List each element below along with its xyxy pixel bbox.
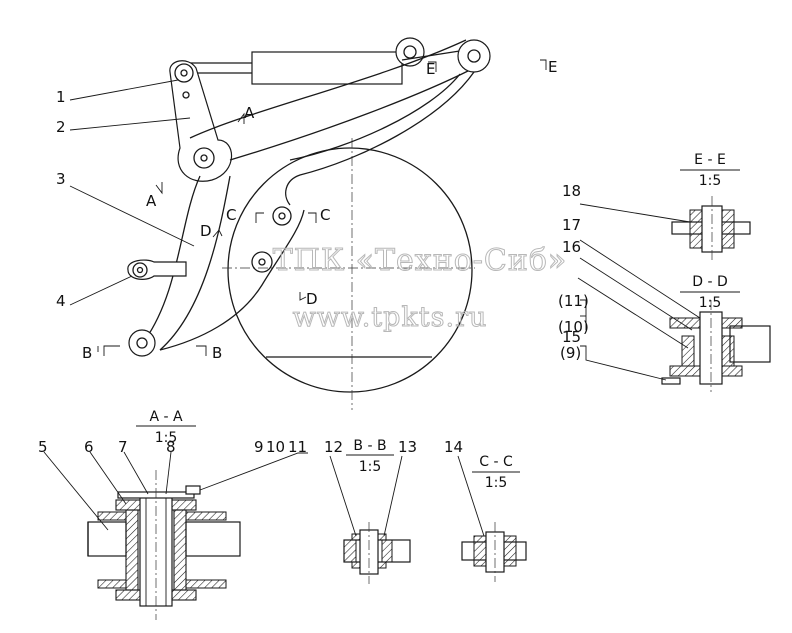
cut-b-left: B bbox=[82, 344, 92, 362]
section-cc-scale: 1:5 bbox=[485, 475, 508, 491]
cylinder-end-eye bbox=[395, 37, 425, 67]
callout-8: 8 bbox=[166, 438, 176, 456]
shoe-bottom-eye bbox=[128, 329, 156, 357]
callout-5: 5 bbox=[38, 438, 48, 456]
cut-e-left: E bbox=[426, 60, 435, 78]
long-arm-bottom-edge bbox=[229, 69, 471, 161]
shoe-inner-edge bbox=[159, 175, 231, 351]
cylinder-end-pin bbox=[403, 45, 417, 59]
callout-18: 18 bbox=[562, 182, 581, 200]
shoe-d-pin bbox=[258, 258, 266, 266]
shoe-lower-link bbox=[159, 209, 305, 351]
section-ee-title: E - E bbox=[694, 152, 726, 168]
cut-c-left: C bbox=[226, 206, 236, 224]
main-leaders bbox=[69, 59, 547, 356]
hydraulic-cylinder bbox=[182, 37, 467, 85]
section-dd-scale: 1:5 bbox=[699, 295, 722, 311]
cut-mark-letters: A A B B C C D D E E bbox=[82, 58, 557, 362]
cylinder-link bbox=[401, 49, 467, 61]
brake-shoe bbox=[128, 175, 305, 357]
callout-1: 1 bbox=[56, 88, 66, 106]
upper-lever-top-eye bbox=[174, 63, 194, 83]
cut-a-bottom: A bbox=[146, 192, 157, 210]
section-bb-title: B - B bbox=[353, 438, 386, 454]
section-dd-title: D - D bbox=[692, 274, 728, 290]
section-bb-scale: 1:5 bbox=[359, 459, 382, 475]
section-cc bbox=[457, 455, 527, 582]
section-ee bbox=[579, 169, 751, 262]
shoe-c-pin bbox=[278, 212, 286, 220]
cut-b-right: B bbox=[212, 344, 222, 362]
section-aa-scale: 1:5 bbox=[155, 430, 178, 446]
cylinder-body bbox=[251, 51, 403, 85]
callout-2: 2 bbox=[56, 118, 66, 136]
watermark-line-1: ТПК «Техно-Сиб» bbox=[273, 243, 568, 278]
aa-right-stub bbox=[185, 521, 241, 557]
shoe-d-eye bbox=[251, 251, 273, 273]
shoe-outer-edge bbox=[144, 175, 201, 341]
top-right-eye bbox=[457, 39, 491, 73]
callout-7: 7 bbox=[118, 438, 128, 456]
callout-13: 13 bbox=[398, 438, 417, 456]
section-cc-title: C - C bbox=[479, 454, 513, 470]
upper-lever bbox=[169, 60, 233, 182]
shoe-bottom-pin bbox=[136, 337, 148, 349]
shoe-c-eye bbox=[272, 206, 292, 226]
callout-numbers: 1 2 3 4 5 6 7 8 9 10 11 12 13 14 15 16 1… bbox=[38, 88, 589, 456]
top-right-pin bbox=[467, 49, 481, 63]
callout-6: 6 bbox=[84, 438, 94, 456]
section-ee-scale: 1:5 bbox=[699, 173, 722, 189]
callout-10-paren: (10) bbox=[558, 318, 589, 336]
cut-e-right: E bbox=[548, 58, 557, 76]
watermark: ТПК «Техно-Сиб» www.tpkts.ru bbox=[272, 243, 568, 334]
cut-d-bottom: D bbox=[306, 290, 318, 308]
callout-16: 16 bbox=[562, 238, 581, 256]
small-lever-pin bbox=[136, 266, 144, 274]
small-lever-body bbox=[127, 259, 187, 280]
long-arm-top-edge bbox=[189, 39, 467, 139]
cut-a-top: A bbox=[244, 104, 255, 122]
callout-15: 15 bbox=[562, 328, 581, 346]
section-bb bbox=[329, 454, 411, 584]
section-dd bbox=[577, 239, 771, 392]
upper-lever-mid-pin bbox=[182, 91, 190, 99]
callout-10: 10 bbox=[266, 438, 285, 456]
callout-9-paren: (9) bbox=[560, 344, 581, 362]
watermark-line-2: www.tpkts.ru bbox=[293, 302, 488, 333]
upper-lever-body bbox=[169, 60, 233, 182]
callout-9: 9 bbox=[254, 438, 264, 456]
callout-11-paren: (11) bbox=[558, 292, 589, 310]
main-assembly bbox=[127, 37, 491, 410]
callout-14: 14 bbox=[444, 438, 463, 456]
long-arm bbox=[189, 39, 491, 206]
callout-11: 11 bbox=[288, 438, 307, 456]
left-small-lever bbox=[127, 259, 187, 280]
callout-17: 17 bbox=[562, 216, 581, 234]
upper-lever-top-pin bbox=[180, 69, 188, 77]
callout-4: 4 bbox=[56, 292, 66, 310]
cut-d-top: D bbox=[200, 222, 212, 240]
section-aa bbox=[43, 425, 308, 620]
small-lever-eye bbox=[132, 262, 148, 278]
callout-12: 12 bbox=[324, 438, 343, 456]
cut-c-right: C bbox=[320, 206, 330, 224]
callout-3: 3 bbox=[56, 170, 66, 188]
lever-inner-link-2 bbox=[289, 73, 461, 161]
upper-lever-pivot bbox=[193, 147, 215, 169]
drum-circle bbox=[227, 147, 473, 393]
section-aa-title: A - A bbox=[149, 409, 183, 425]
aa-left-stub bbox=[87, 521, 127, 557]
lever-inner-link bbox=[285, 71, 475, 206]
upper-lever-pivot-pin bbox=[200, 154, 208, 162]
section-titles: A - A 1:5 B - B 1:5 C - C 1:5 D - D 1:5 … bbox=[149, 152, 727, 491]
